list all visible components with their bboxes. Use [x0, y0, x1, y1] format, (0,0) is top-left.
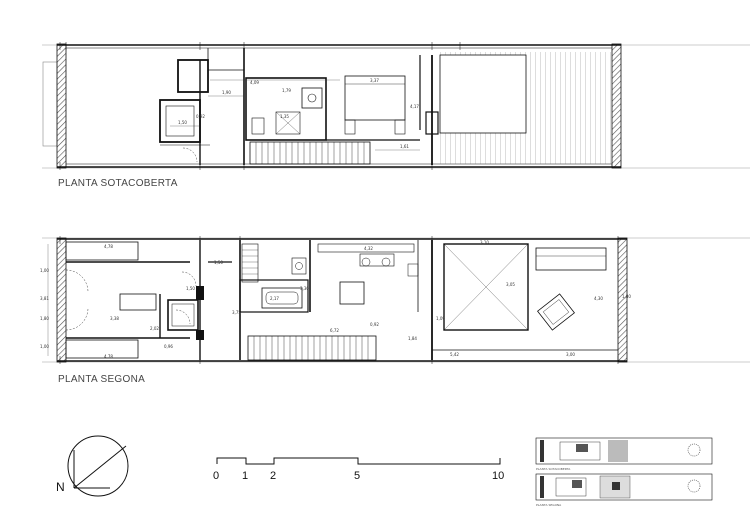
scale-bar	[216, 457, 501, 465]
dim-text: 4,17	[410, 104, 419, 109]
dim-text: 4,30	[594, 296, 603, 301]
dim-text: 1,90	[222, 90, 231, 95]
dim-text: 1,00	[40, 344, 49, 349]
dim-text: 3,30	[300, 286, 309, 291]
dim-text: 1,80	[40, 316, 49, 321]
dim-text: 3,05	[506, 282, 515, 287]
dim-text: 1,50	[214, 260, 223, 265]
dim-text: 3,37	[370, 78, 379, 83]
plan-segona: 4,78 1,50 1,00 3,81 1,80 1,00 3,38 2,02 …	[40, 236, 750, 364]
dim-text: 3,00	[566, 352, 575, 357]
dim-text: 1,00	[40, 268, 49, 273]
dim-text: 0,92	[196, 114, 205, 119]
dim-text: 1,84	[408, 336, 417, 341]
dim-text: 6,72	[330, 328, 339, 333]
key-plan: PLANTA SOTACOBERTA PLANTA SEGONA	[535, 437, 713, 507]
dim-text: 2,02	[150, 326, 159, 331]
dim-text: 4,32	[364, 246, 373, 251]
dim-text: 4,78	[104, 244, 113, 249]
dim-text: 5,42	[450, 352, 459, 357]
dim-text: 3,10	[480, 240, 489, 245]
dim-text: 0,96	[164, 344, 173, 349]
staircase-sotacoberta	[249, 141, 371, 165]
scale-tick-label: 5	[354, 470, 361, 482]
dim-text: 1,50	[186, 286, 195, 291]
scale-tick-label: 1	[242, 470, 249, 482]
north-arrow-icon	[67, 435, 129, 497]
scale-tick-label: 2	[270, 470, 277, 482]
dim-text: 1,09	[436, 316, 445, 321]
scale-tick-label: 10	[492, 470, 505, 482]
dim-text: 4,78	[104, 354, 113, 359]
dim-text: 3,75	[232, 310, 241, 315]
key-plan-caption: PLANTA SEGONA	[536, 503, 562, 507]
dim-text: 4,09	[250, 80, 259, 85]
dim-text: 3,81	[40, 296, 49, 301]
dim-text: 1,79	[282, 88, 291, 93]
dim-text: 1,61	[400, 144, 409, 149]
dim-text: 0,92	[370, 322, 379, 327]
plan-sotacoberta: 1,90 4,09 1,50 0,92 3,37 1,79 1,35 4,17 …	[42, 42, 750, 170]
dim-text: 1,80	[622, 294, 631, 299]
dim-text: 2,17	[270, 296, 279, 301]
dim-text: 3,38	[110, 316, 119, 321]
staircase-segona	[247, 335, 377, 361]
key-plan-caption: PLANTA SOTACOBERTA	[536, 467, 571, 471]
floor-label-sotacoberta: PLANTA SOTACOBERTA	[58, 178, 178, 189]
floor-label-segona: PLANTA SEGONA	[58, 374, 146, 385]
dim-text: 1,50	[178, 120, 187, 125]
north-label: N	[56, 480, 65, 494]
dim-text: 1,35	[280, 114, 289, 119]
scale-tick-label: 0	[213, 470, 220, 482]
